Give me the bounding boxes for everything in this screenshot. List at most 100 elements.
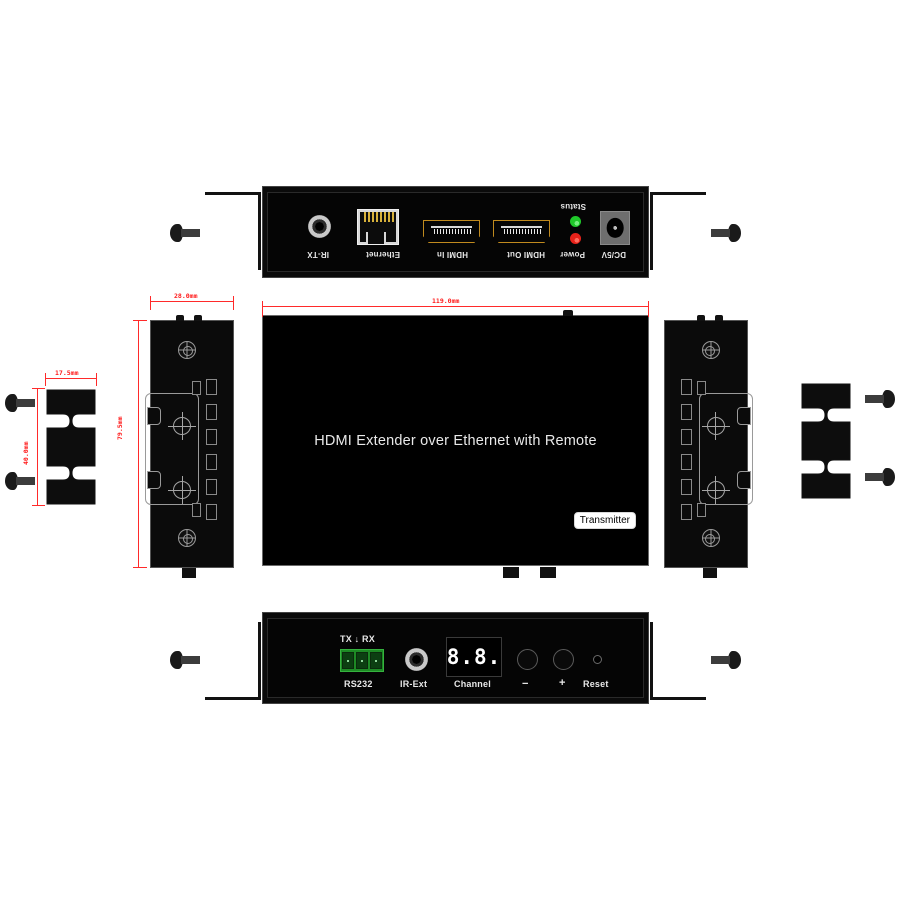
vent-slot xyxy=(697,503,706,517)
dim-height-label: 79.5mm xyxy=(116,416,124,440)
left-view-nub-b xyxy=(194,315,202,321)
hdmi-in-label: HDMI In xyxy=(436,250,468,259)
minus-button[interactable] xyxy=(517,649,538,670)
power-led-indicator-icon xyxy=(570,233,581,244)
unit-role-badge: Transmitter xyxy=(573,512,636,529)
left-view-foot xyxy=(182,568,196,578)
dim-depth-line xyxy=(150,301,234,302)
hdmi-in-port-icon[interactable] xyxy=(423,220,480,243)
ir-ext-audio-jack-icon[interactable] xyxy=(405,648,428,671)
dim-ear-height-line xyxy=(37,388,38,506)
dim-depth-tick-right xyxy=(233,296,234,310)
ear-screw-left-lower xyxy=(5,472,35,490)
dim-ear-width-tick-right xyxy=(96,373,97,386)
status-led-label: Status xyxy=(560,202,586,211)
minus-button-label: − xyxy=(522,678,529,690)
dim-ear-width-line xyxy=(45,378,97,379)
side-inner-plate-outline xyxy=(145,393,199,505)
channel-label: Channel xyxy=(454,679,491,689)
top-view-foot-left xyxy=(503,567,519,578)
rs232-label: RS232 xyxy=(344,679,373,689)
dim-height-tick-top xyxy=(133,320,147,321)
dim-width-tick-left xyxy=(262,301,263,317)
vent-slot xyxy=(681,404,692,420)
mounting-bracket-top-right xyxy=(650,192,706,270)
dim-ear-height-tick-top xyxy=(32,388,45,389)
reset-pinhole[interactable] xyxy=(593,655,602,664)
mounting-screw-top-left xyxy=(170,224,200,242)
dim-width-label: 119.0mm xyxy=(432,297,460,305)
side-plate-tab-bottom xyxy=(737,471,751,489)
side-plate-screw-bottom xyxy=(707,481,725,499)
mounting-ear-left xyxy=(45,388,97,506)
rj45-port-icon[interactable] xyxy=(357,209,399,245)
right-view-foot xyxy=(703,568,717,578)
dim-height-tick-bottom xyxy=(133,567,147,568)
vent-slot xyxy=(206,479,217,495)
top-view-body: HDMI Extender over Ethernet with Remote … xyxy=(262,315,649,566)
side-fixing-screw-bottom xyxy=(178,529,196,547)
power-led-label: Power xyxy=(559,250,585,259)
dim-width-line xyxy=(262,306,649,307)
mounting-bracket-top-left xyxy=(205,192,261,270)
ear-screw-left-upper xyxy=(5,394,35,412)
front-panel-face: DC/5V Power Status HDMI Out HDMI In xyxy=(267,192,644,272)
hdmi-out-port-icon[interactable] xyxy=(493,220,550,243)
rear-panel-face: TX ↓ RX RS232 IR-Ext 8.8. Channel − + Re xyxy=(267,618,644,698)
vent-slot xyxy=(192,381,201,395)
dc-power-label: DC/5V xyxy=(601,250,626,259)
dim-ear-height-label: 40.0mm xyxy=(22,441,30,465)
top-view-nub xyxy=(563,310,573,316)
status-led-indicator-icon xyxy=(570,216,581,227)
left-side-view-body xyxy=(145,320,234,568)
dim-ear-width-label: 17.5mm xyxy=(55,369,79,377)
front-panel-view: DC/5V Power Status HDMI Out HDMI In xyxy=(262,186,649,278)
side-plate-tab-top xyxy=(147,407,161,425)
right-view-nub-b xyxy=(715,315,723,321)
ir-ext-label: IR-Ext xyxy=(400,679,428,689)
vent-slot xyxy=(681,504,692,520)
dim-depth-label: 28.0mm xyxy=(174,292,198,300)
rs232-terminal-block-icon[interactable] xyxy=(340,649,384,672)
vent-slot xyxy=(206,404,217,420)
channel-display: 8.8. xyxy=(446,637,502,677)
dim-depth-tick-left xyxy=(150,296,151,310)
dim-ear-height-tick-bottom xyxy=(32,505,45,506)
vent-slot xyxy=(206,454,217,470)
vent-slot xyxy=(192,503,201,517)
vent-slot xyxy=(206,429,217,445)
mounting-screw-bottom-left xyxy=(170,651,200,669)
right-side-view-body xyxy=(664,320,753,568)
side-fixing-screw-top xyxy=(178,341,196,359)
channel-display-value: 8.8. xyxy=(446,645,502,669)
ir-tx-audio-jack-icon[interactable] xyxy=(308,215,331,238)
vent-slot xyxy=(206,504,217,520)
mounting-ear-right xyxy=(800,382,852,500)
side-plate-screw-top xyxy=(168,412,196,440)
vent-slot xyxy=(681,379,692,395)
dc-power-jack-icon[interactable] xyxy=(600,211,630,245)
mounting-screw-bottom-right xyxy=(711,651,741,669)
ethernet-label: Ethernet xyxy=(365,250,400,259)
side-plate-screw-top xyxy=(707,417,725,435)
left-view-nub-a xyxy=(176,315,184,321)
ear-screw-right-upper xyxy=(865,390,895,408)
side-fixing-screw-bottom xyxy=(702,529,720,547)
vent-slot xyxy=(697,381,706,395)
side-plate-tab-bottom xyxy=(147,471,161,489)
side-fixing-screw-top xyxy=(702,341,720,359)
vent-slot xyxy=(681,429,692,445)
mounting-bracket-bottom-left xyxy=(205,622,261,700)
vent-slot xyxy=(681,454,692,470)
hdmi-out-label: HDMI Out xyxy=(506,250,545,259)
plus-button[interactable] xyxy=(553,649,574,670)
vent-slot xyxy=(206,379,217,395)
right-view-nub-a xyxy=(697,315,705,321)
reset-label: Reset xyxy=(583,679,609,689)
dim-height-line xyxy=(138,320,139,568)
ear-screw-right-lower xyxy=(865,468,895,486)
rs232-direction-label: TX ↓ RX xyxy=(340,634,375,644)
mounting-bracket-bottom-right xyxy=(650,622,706,700)
rear-panel-view: TX ↓ RX RS232 IR-Ext 8.8. Channel − + Re xyxy=(262,612,649,704)
